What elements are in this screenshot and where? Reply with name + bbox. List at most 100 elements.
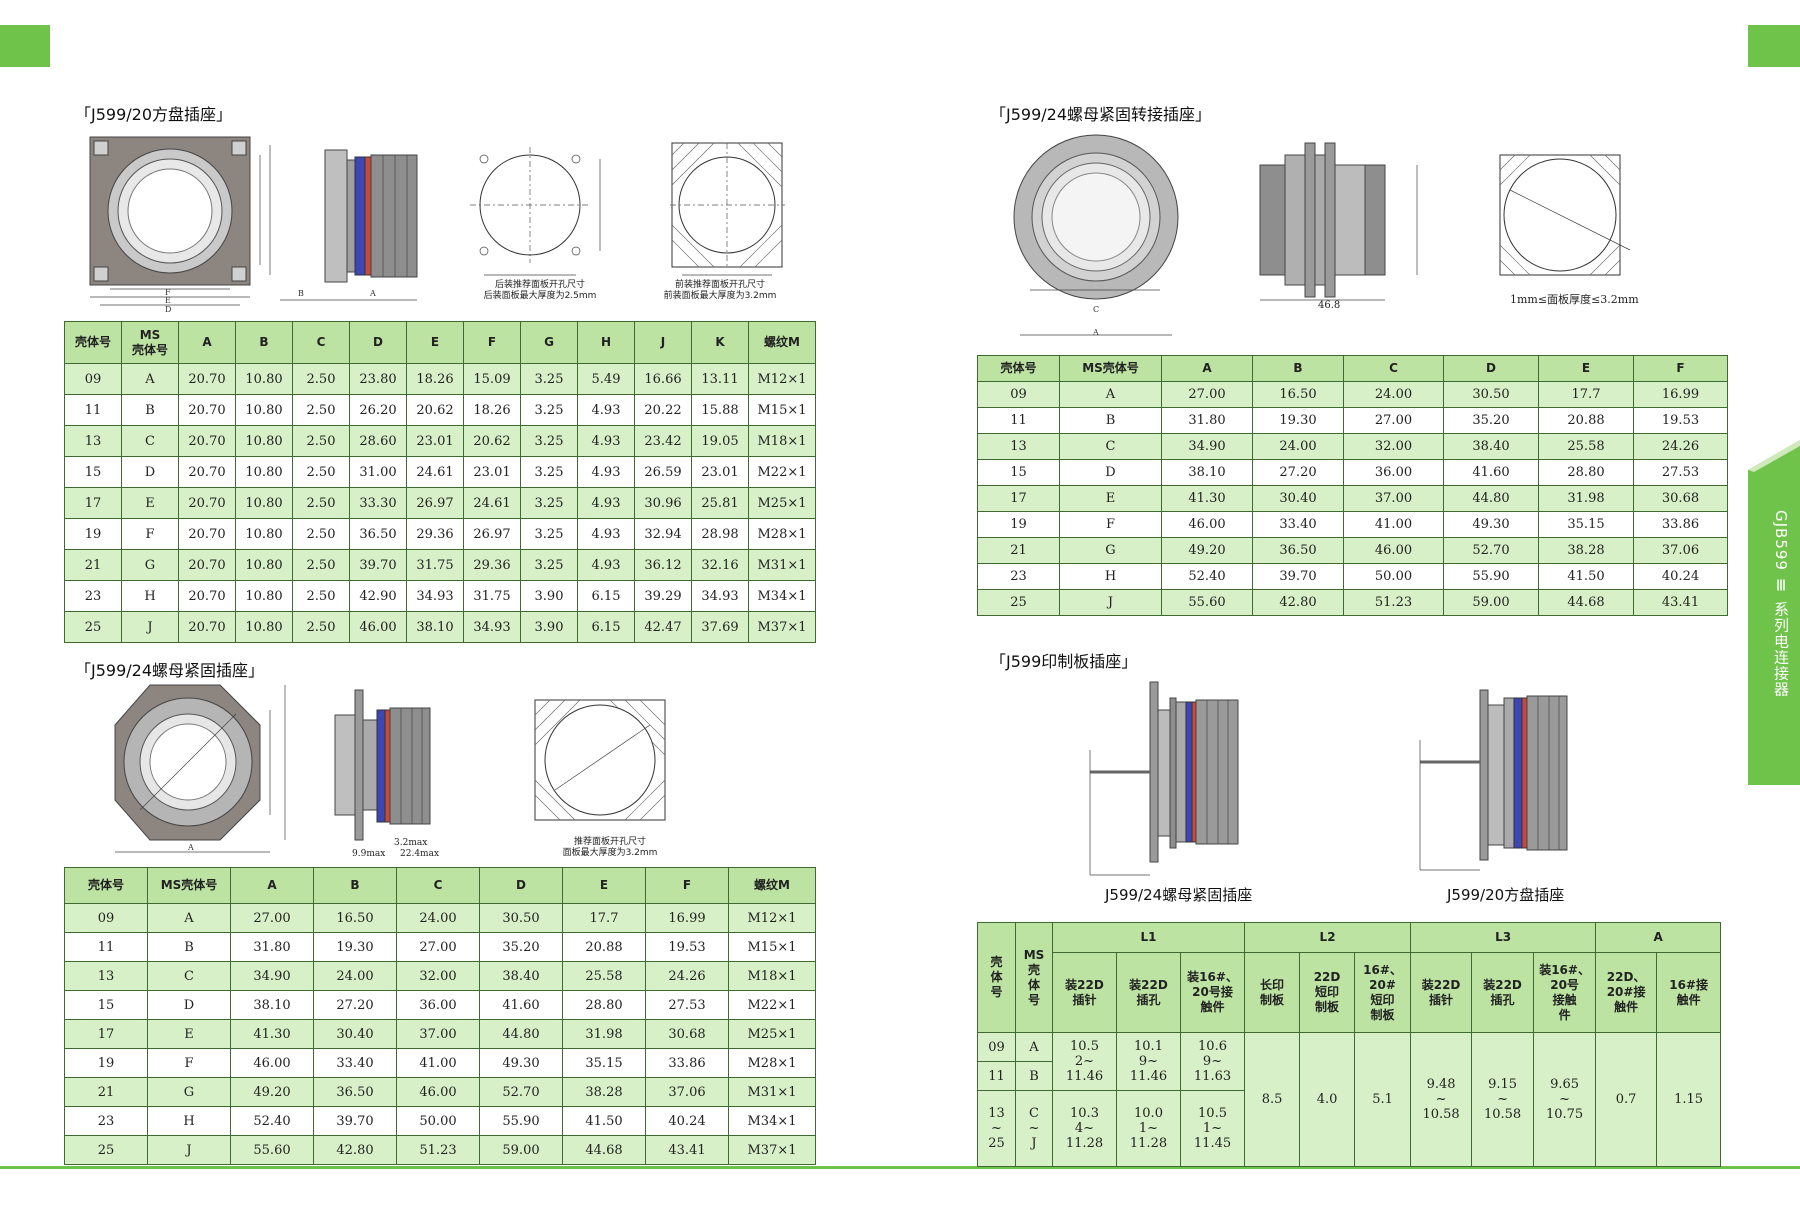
table-cell: F xyxy=(1059,511,1162,538)
pcb-head-ms: MS 壳 体 号 xyxy=(1015,922,1053,1033)
table-cell: 41.00 xyxy=(396,1048,480,1078)
table-header-cell: E xyxy=(406,321,464,364)
table-cell: 20.70 xyxy=(178,456,236,488)
table-cell: 16.50 xyxy=(1252,381,1344,408)
table-cell: 21 xyxy=(64,549,122,581)
table-header-cell: A xyxy=(230,867,314,904)
caption-pcb-j599-20: J599/20方盘插座 xyxy=(1447,886,1565,904)
table-cell: 4.93 xyxy=(577,518,635,550)
table-cell: 34.90 xyxy=(230,961,314,991)
table-cell: 20.70 xyxy=(178,580,236,612)
table-cell: 10.80 xyxy=(235,487,293,519)
table-cell: M12×1 xyxy=(728,903,816,933)
svg-text:D: D xyxy=(165,305,171,314)
table-cell: 28.80 xyxy=(1538,459,1634,486)
table-cell: 31.98 xyxy=(562,1019,646,1049)
table-cell: 30.40 xyxy=(1252,485,1344,512)
table-cell: 27.53 xyxy=(645,990,729,1020)
table-cell: M28×1 xyxy=(728,1048,816,1078)
table-cell: 4.93 xyxy=(577,456,635,488)
table-cell: 39.29 xyxy=(634,580,692,612)
table-cell: 37.69 xyxy=(691,611,749,643)
svg-text:E: E xyxy=(165,296,171,305)
table-cell: 18.26 xyxy=(463,394,521,426)
table-cell: 30.68 xyxy=(645,1019,729,1049)
pcb-cell: 10.0 1~ 11.28 xyxy=(1116,1090,1181,1167)
table-cell: 31.80 xyxy=(1161,407,1253,434)
table-cell: 27.53 xyxy=(1633,459,1728,486)
table-cell: 46.00 xyxy=(396,1077,480,1107)
table-cell: 13.11 xyxy=(691,363,749,395)
table-cell: 24.00 xyxy=(1252,433,1344,460)
table-cell: D xyxy=(121,456,179,488)
table-cell: 16.50 xyxy=(313,903,397,933)
table-cell: 41.50 xyxy=(1538,563,1634,590)
table-cell: 19.30 xyxy=(313,932,397,962)
table-cell: 30.50 xyxy=(479,903,563,933)
pcb-cell: C ~ J xyxy=(1015,1090,1053,1167)
pcb-subheader-cell: 长印 制板 xyxy=(1244,952,1301,1033)
table-cell: 55.60 xyxy=(1161,589,1253,616)
table-cell: 20.70 xyxy=(178,394,236,426)
dim-label-46-8: 46.8 xyxy=(1318,300,1341,311)
table-cell: 23.01 xyxy=(463,456,521,488)
dim-label-3-2max: 3.2max xyxy=(394,838,428,848)
table-header-cell: B xyxy=(235,321,293,364)
table-cell: 11 xyxy=(977,407,1060,434)
dim-label-22-4max: 22.4max xyxy=(400,849,440,859)
table-cell: 49.20 xyxy=(1161,537,1253,564)
table-cell: 37.06 xyxy=(1633,537,1728,564)
cutout-note-rear: 后装推荐面板开孔尺寸 后装面板最大厚度为2.5mm xyxy=(483,280,597,301)
corner-mark-right xyxy=(1748,25,1800,67)
table-cell: 31.00 xyxy=(349,456,407,488)
table-cell: 30.50 xyxy=(1443,381,1539,408)
table-cell: 46.00 xyxy=(1343,537,1444,564)
table-header-cell: E xyxy=(562,867,646,904)
table-cell: 4.93 xyxy=(577,394,635,426)
table-cell: M31×1 xyxy=(728,1077,816,1107)
table-cell: 25.58 xyxy=(562,961,646,991)
table-cell: 31.98 xyxy=(1538,485,1634,512)
table-cell: 13 xyxy=(977,433,1060,460)
table-cell: 49.30 xyxy=(1443,511,1539,538)
table-cell: 3.25 xyxy=(520,394,578,426)
table-header-cell: 壳体号 xyxy=(977,355,1060,382)
table-cell: 28.98 xyxy=(691,518,749,550)
table-cell: 19.53 xyxy=(645,932,729,962)
svg-text:B: B xyxy=(298,289,304,298)
pcb-head-shell: 壳 体 号 xyxy=(977,922,1016,1033)
table-cell: 16.99 xyxy=(645,903,729,933)
table-cell: 24.00 xyxy=(396,903,480,933)
table-cell: F xyxy=(121,518,179,550)
table-cell: B xyxy=(147,932,231,962)
table-cell: 30.40 xyxy=(313,1019,397,1049)
table-cell: 59.00 xyxy=(1443,589,1539,616)
table-cell: 27.20 xyxy=(313,990,397,1020)
table-cell: 23.01 xyxy=(406,425,464,457)
table-cell: 21 xyxy=(64,1077,148,1107)
pcb-subheader-cell: 22D、 20#接 触件 xyxy=(1595,952,1658,1033)
table-cell: 3.90 xyxy=(520,580,578,612)
table-cell: D xyxy=(1059,459,1162,486)
table-cell: 19.30 xyxy=(1252,407,1344,434)
table-cell: 32.00 xyxy=(1343,433,1444,460)
pcb-cell: 0.7 xyxy=(1595,1032,1658,1167)
table-cell: 24.61 xyxy=(406,456,464,488)
pcb-head-l1: L1 xyxy=(1051,922,1246,953)
table-cell: 10.80 xyxy=(235,580,293,612)
table-cell: 4.93 xyxy=(577,549,635,581)
table-cell: J xyxy=(121,611,179,643)
table-cell: 20.70 xyxy=(178,549,236,581)
table-cell: M22×1 xyxy=(728,990,816,1020)
pcb-cell: 10.5 2~ 11.46 xyxy=(1052,1032,1117,1091)
table-cell: 40.24 xyxy=(645,1106,729,1136)
